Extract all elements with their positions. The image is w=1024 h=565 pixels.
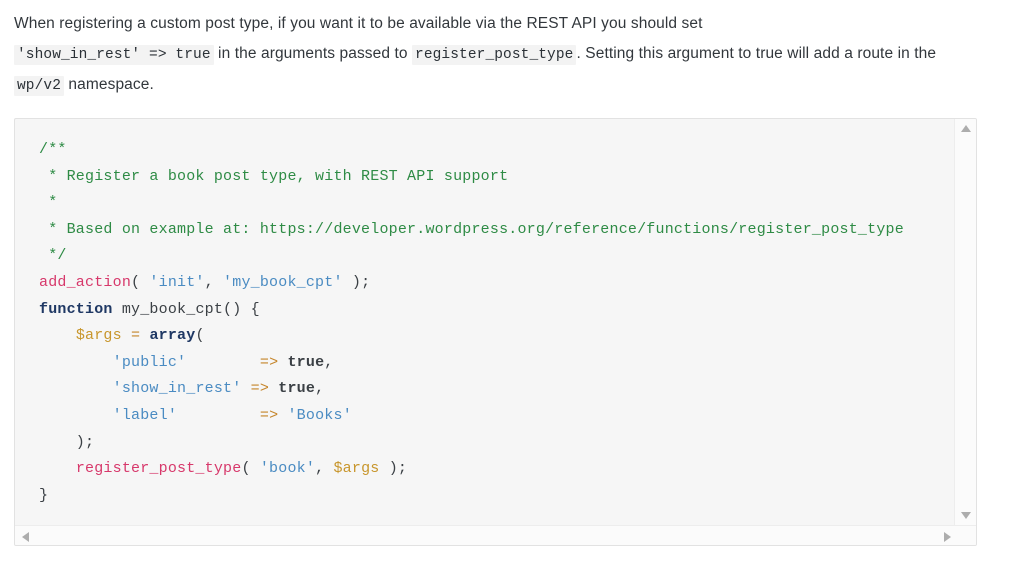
- code-line: *: [39, 190, 954, 217]
- code-line: * Based on example at: https://developer…: [39, 217, 954, 244]
- inline-code-show-in-rest: 'show_in_rest' => true: [14, 45, 214, 65]
- code-token-string: 'show_in_rest': [112, 380, 242, 398]
- horizontal-scrollbar[interactable]: [15, 525, 976, 545]
- code-line: 'show_in_rest' => true,: [39, 376, 954, 403]
- code-token-comment: * Register a book post type, with REST A…: [39, 167, 509, 185]
- code-token-punct: (: [131, 273, 150, 291]
- code-token-func: register_post_type: [75, 460, 242, 478]
- code-token-comment: /**: [39, 141, 67, 158]
- paragraph-text: When registering a custom post type, if …: [14, 9, 982, 101]
- intro-paragraph: When registering a custom post type, if …: [14, 9, 982, 101]
- code-token-op: =>: [250, 380, 270, 398]
- code-token-punct: [241, 380, 250, 397]
- prose-fragment-3: namespace.: [64, 76, 154, 93]
- code-token-comment: */: [39, 247, 67, 265]
- inline-code-register-post-type: register_post_type: [412, 45, 577, 65]
- code-line: $args = array(: [39, 323, 954, 350]
- code-token-func: add_action: [39, 273, 132, 291]
- code-token-keyword: array: [149, 327, 196, 345]
- code-line: function my_book_cpt() {: [39, 297, 954, 324]
- code-token-punct: [39, 354, 113, 371]
- code-token-punct: [269, 380, 278, 397]
- code-token-punct: my_book_cpt() {: [112, 300, 260, 318]
- code-token-punct: );: [342, 273, 371, 291]
- code-token-var: $args: [75, 327, 122, 345]
- scrollbar-corner: [954, 526, 976, 545]
- code-line: register_post_type( 'book', $args );: [39, 456, 954, 483]
- code-line: 'label' => 'Books': [39, 403, 954, 430]
- code-token-string: 'Books': [287, 406, 352, 424]
- prose-fragment-2: . Setting this argument to true will add…: [576, 45, 937, 62]
- code-token-var: $args: [333, 460, 380, 478]
- prose-fragment-1: in the arguments passed to: [213, 45, 413, 62]
- code-token-op: =: [131, 327, 141, 345]
- code-token-punct: [39, 327, 76, 344]
- code-token-string: 'book': [259, 460, 316, 478]
- triangle-up-icon[interactable]: [961, 125, 971, 132]
- code-token-punct: }: [39, 486, 49, 504]
- inline-code-wp-v2: wp/v2: [14, 76, 65, 96]
- code-line: /**: [39, 137, 954, 164]
- code-token-punct: ,: [315, 460, 334, 478]
- code-token-punct: [177, 407, 260, 424]
- code-token-punct: [186, 354, 260, 371]
- code-block[interactable]: /** * Register a book post type, with RE…: [14, 118, 977, 546]
- code-token-punct: [39, 380, 113, 397]
- code-token-punct: );: [39, 433, 95, 451]
- code-viewport[interactable]: /** * Register a book post type, with RE…: [15, 119, 954, 525]
- code-token-punct: (: [241, 460, 260, 478]
- code-token-comment: *: [39, 194, 58, 212]
- code-line: );: [39, 430, 954, 457]
- code-line: */: [39, 243, 954, 270]
- code-token-punct: ,: [324, 353, 334, 371]
- code-line: }: [39, 483, 954, 510]
- code-token-string: 'my_book_cpt': [223, 273, 343, 291]
- code-token-punct: (: [195, 327, 205, 345]
- triangle-left-icon[interactable]: [22, 532, 29, 542]
- code-token-op: =>: [259, 353, 279, 371]
- code-line: 'public' => true,: [39, 350, 954, 377]
- triangle-down-icon[interactable]: [961, 512, 971, 519]
- code-token-punct: [39, 460, 76, 477]
- code-token-const: true: [287, 353, 325, 371]
- vertical-scrollbar[interactable]: [954, 119, 976, 525]
- code-line: add_action( 'init', 'my_book_cpt' );: [39, 270, 954, 297]
- code-token-string: 'init': [149, 273, 205, 291]
- code-token-punct: ,: [204, 273, 224, 291]
- code-token-const: true: [278, 380, 316, 398]
- code-token-punct: [122, 327, 131, 344]
- code-token-punct: ,: [315, 380, 325, 398]
- code-token-punct: );: [379, 460, 408, 478]
- code-token-keyword: function: [39, 300, 113, 318]
- code-token-comment: * Based on example at: https://developer…: [39, 220, 904, 238]
- code-content: /** * Register a book post type, with RE…: [15, 137, 954, 509]
- code-token-punct: [39, 407, 113, 424]
- triangle-right-icon[interactable]: [944, 532, 951, 542]
- prose-sentence-1: When registering a custom post type, if …: [14, 15, 703, 32]
- code-token-op: =>: [259, 406, 279, 424]
- code-line: * Register a book post type, with REST A…: [39, 164, 954, 191]
- code-token-string: 'public': [112, 353, 187, 371]
- code-token-string: 'label': [112, 406, 178, 424]
